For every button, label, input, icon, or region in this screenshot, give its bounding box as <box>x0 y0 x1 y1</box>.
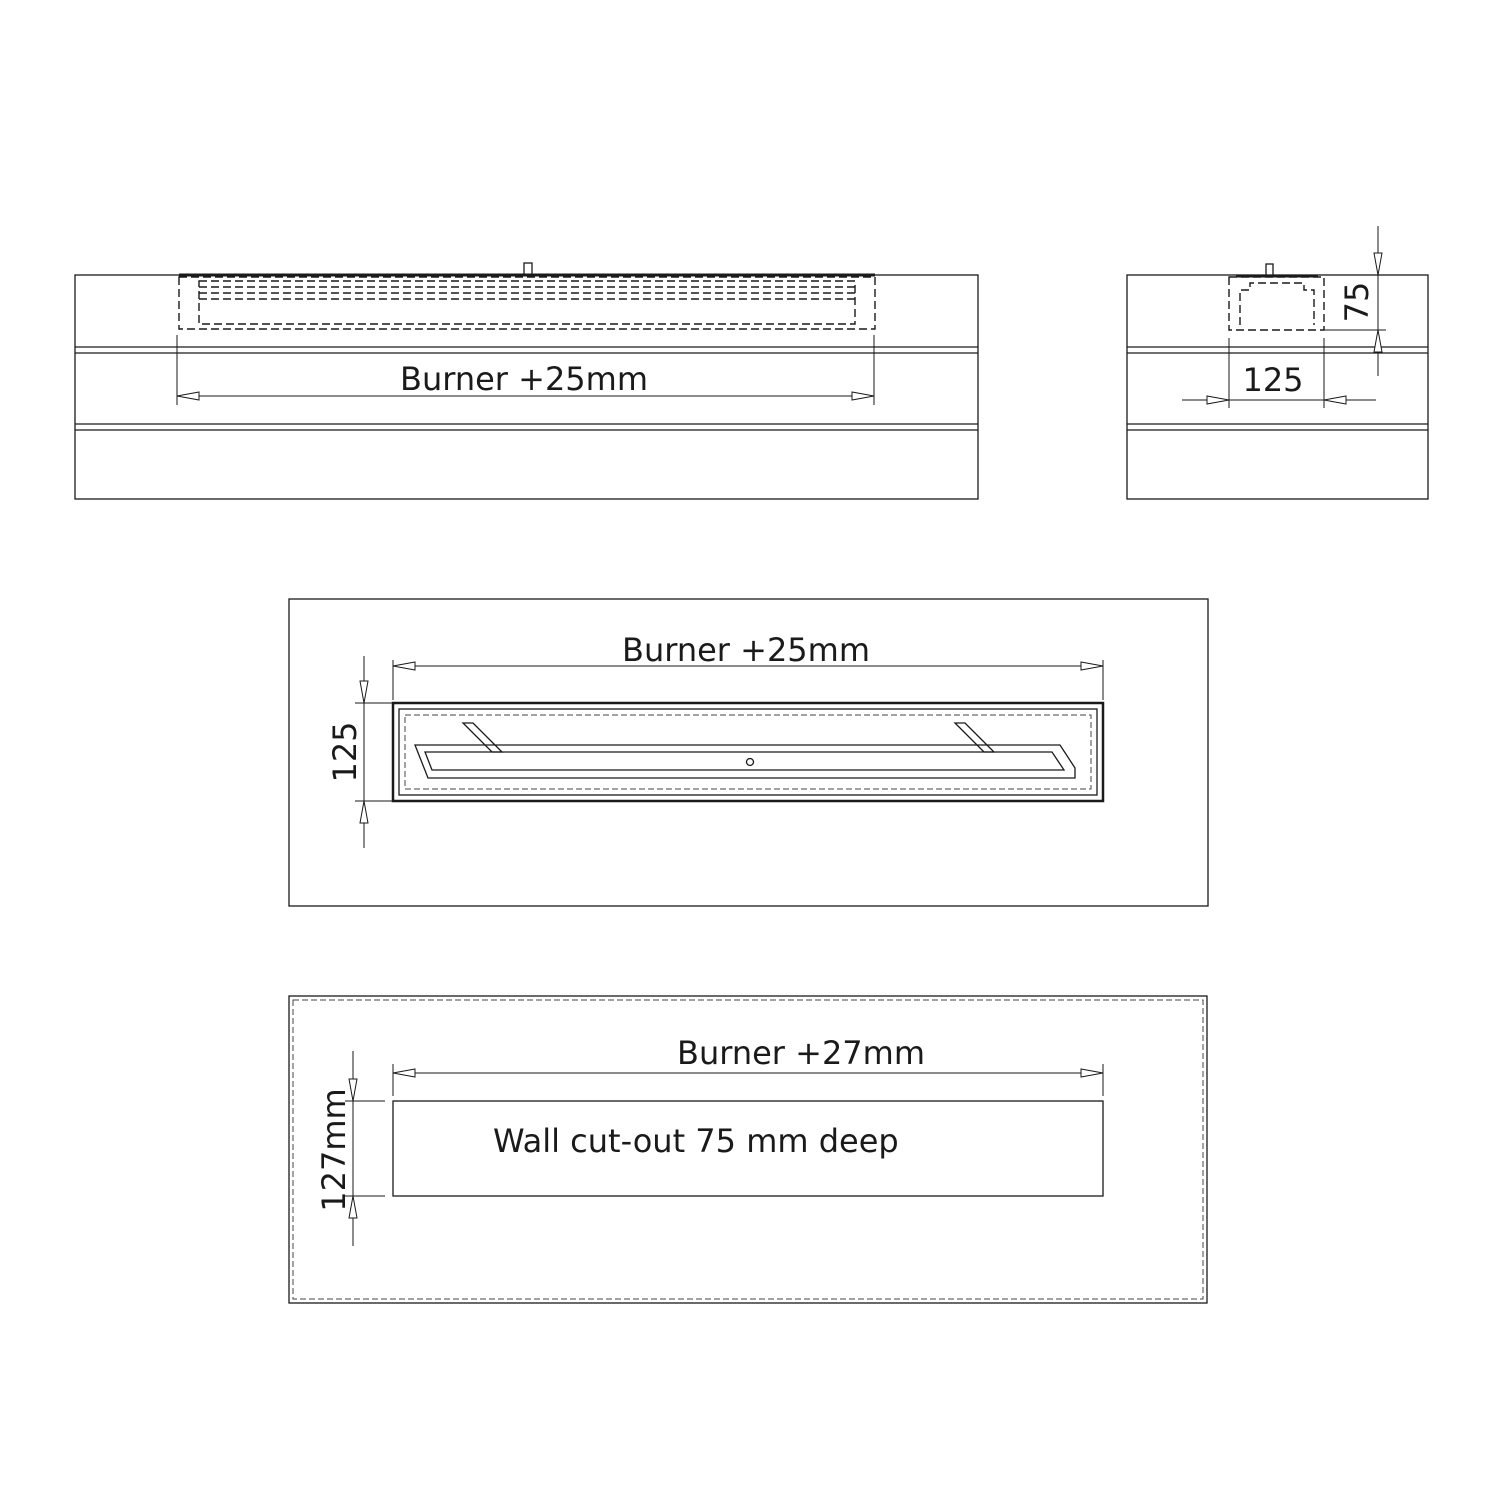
side-burner-recess-hidden <box>1228 276 1325 331</box>
cutout-view: Wall cut-out 75 mm deep Burner +27mm 127… <box>288 995 1208 1304</box>
cutout-view-hidden-edge <box>292 999 1204 1300</box>
arrow-head <box>359 680 369 704</box>
front-view: Burner +25mm <box>74 262 979 500</box>
burner-opening <box>391 701 1105 803</box>
arrow-head <box>1206 395 1230 405</box>
burner-recess-hidden <box>178 276 876 330</box>
arrow-head <box>851 391 875 401</box>
side-burner-knob <box>1265 263 1274 277</box>
wall-cutout <box>392 1100 1104 1197</box>
arrow-head <box>1080 1068 1104 1078</box>
side-view-height-label: 75 <box>1338 282 1376 323</box>
arrow-head <box>392 661 416 671</box>
cutout-depth-label: 127mm <box>315 1088 353 1211</box>
burner-tray-hidden <box>404 714 1092 790</box>
top-view-outline <box>288 598 1209 907</box>
arrow-head <box>348 1195 358 1219</box>
side-view-width-label: 125 <box>1242 361 1303 399</box>
front-view-width-label: Burner +25mm <box>400 360 648 398</box>
top-view: Burner +25mm 125 <box>288 598 1209 907</box>
side-view: 75 125 <box>1126 226 1429 500</box>
burner-tray <box>398 708 1098 796</box>
arrow-head <box>348 1078 358 1102</box>
burner-knob <box>523 262 533 276</box>
burner-handle-right <box>953 722 996 753</box>
top-view-depth-label: 125 <box>326 721 364 782</box>
cutout-width-label: Burner +27mm <box>677 1034 925 1072</box>
cutout-view-outline <box>288 995 1208 1304</box>
top-view-width-label: Burner +25mm <box>622 631 870 669</box>
burner-body-hidden <box>198 280 856 325</box>
cutout-note: Wall cut-out 75 mm deep <box>493 1122 899 1160</box>
arrow-head <box>1373 329 1383 353</box>
burner-handle-left <box>461 722 504 753</box>
burner-hole <box>745 757 755 767</box>
arrow-head <box>1080 661 1104 671</box>
arrow-head <box>176 391 200 401</box>
arrow-head <box>1323 395 1347 405</box>
arrow-head <box>1373 252 1383 276</box>
arrow-head <box>359 800 369 824</box>
burner-slot-inner <box>424 751 1066 771</box>
arrow-head <box>392 1068 416 1078</box>
side-burner-profile-hidden <box>1239 282 1315 325</box>
burner-slot <box>414 744 1076 779</box>
